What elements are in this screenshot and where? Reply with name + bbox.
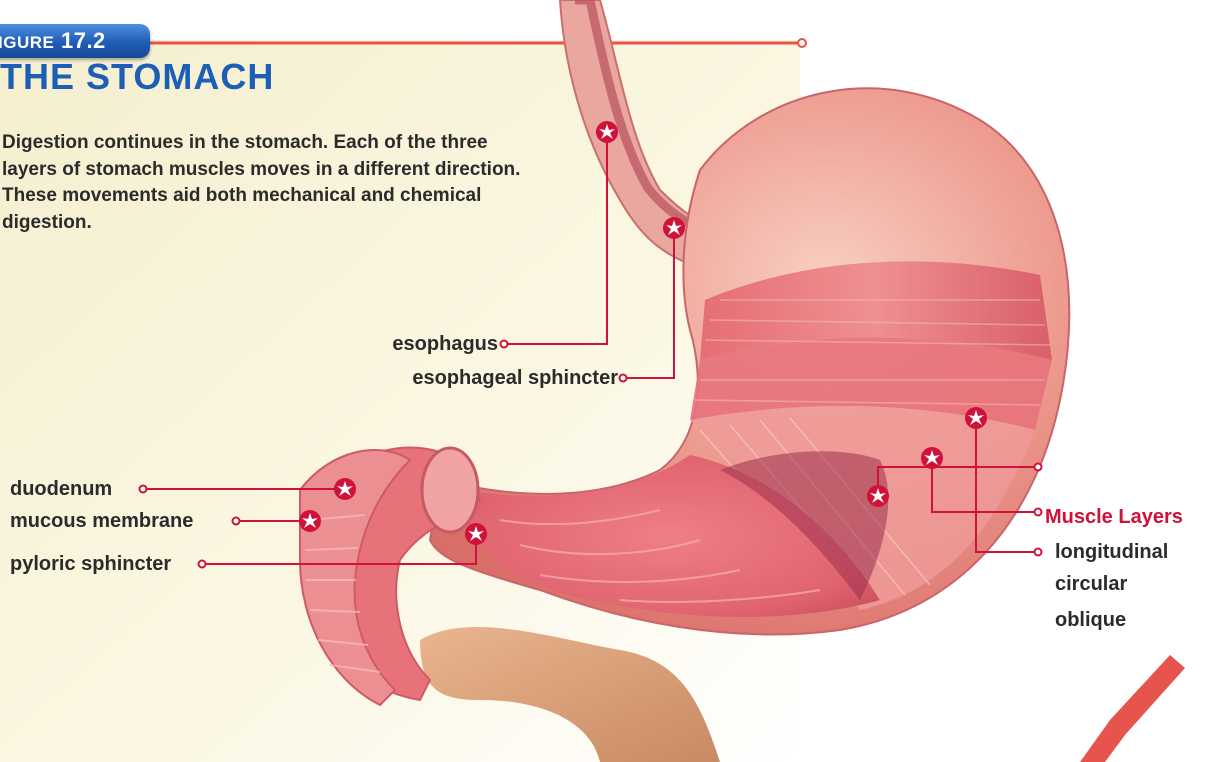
label-esophagus: esophagus bbox=[330, 332, 498, 356]
figure-badge: IGURE 17.2 bbox=[0, 24, 150, 58]
figure-title: THE STOMACH bbox=[0, 56, 274, 98]
label-duodenum: duodenum bbox=[10, 477, 112, 501]
figure-badge-number: 17.2 bbox=[61, 28, 106, 53]
figure-badge-prefix: IGURE bbox=[0, 33, 54, 52]
label-longitudinal: longitudinal bbox=[1055, 540, 1168, 564]
figure-intro: Digestion continues in the stomach. Each… bbox=[2, 130, 522, 236]
label-mucous-membrane: mucous membrane bbox=[10, 509, 193, 533]
label-esophageal-sphincter: esophageal sphincter bbox=[356, 366, 618, 390]
label-circular: circular bbox=[1055, 572, 1127, 596]
label-oblique: oblique bbox=[1055, 608, 1126, 632]
label-pyloric-sphincter: pyloric sphincter bbox=[10, 552, 171, 576]
pyloric-sphincter-ring bbox=[422, 448, 478, 532]
muscle-layers-heading: Muscle Layers bbox=[1045, 505, 1183, 529]
